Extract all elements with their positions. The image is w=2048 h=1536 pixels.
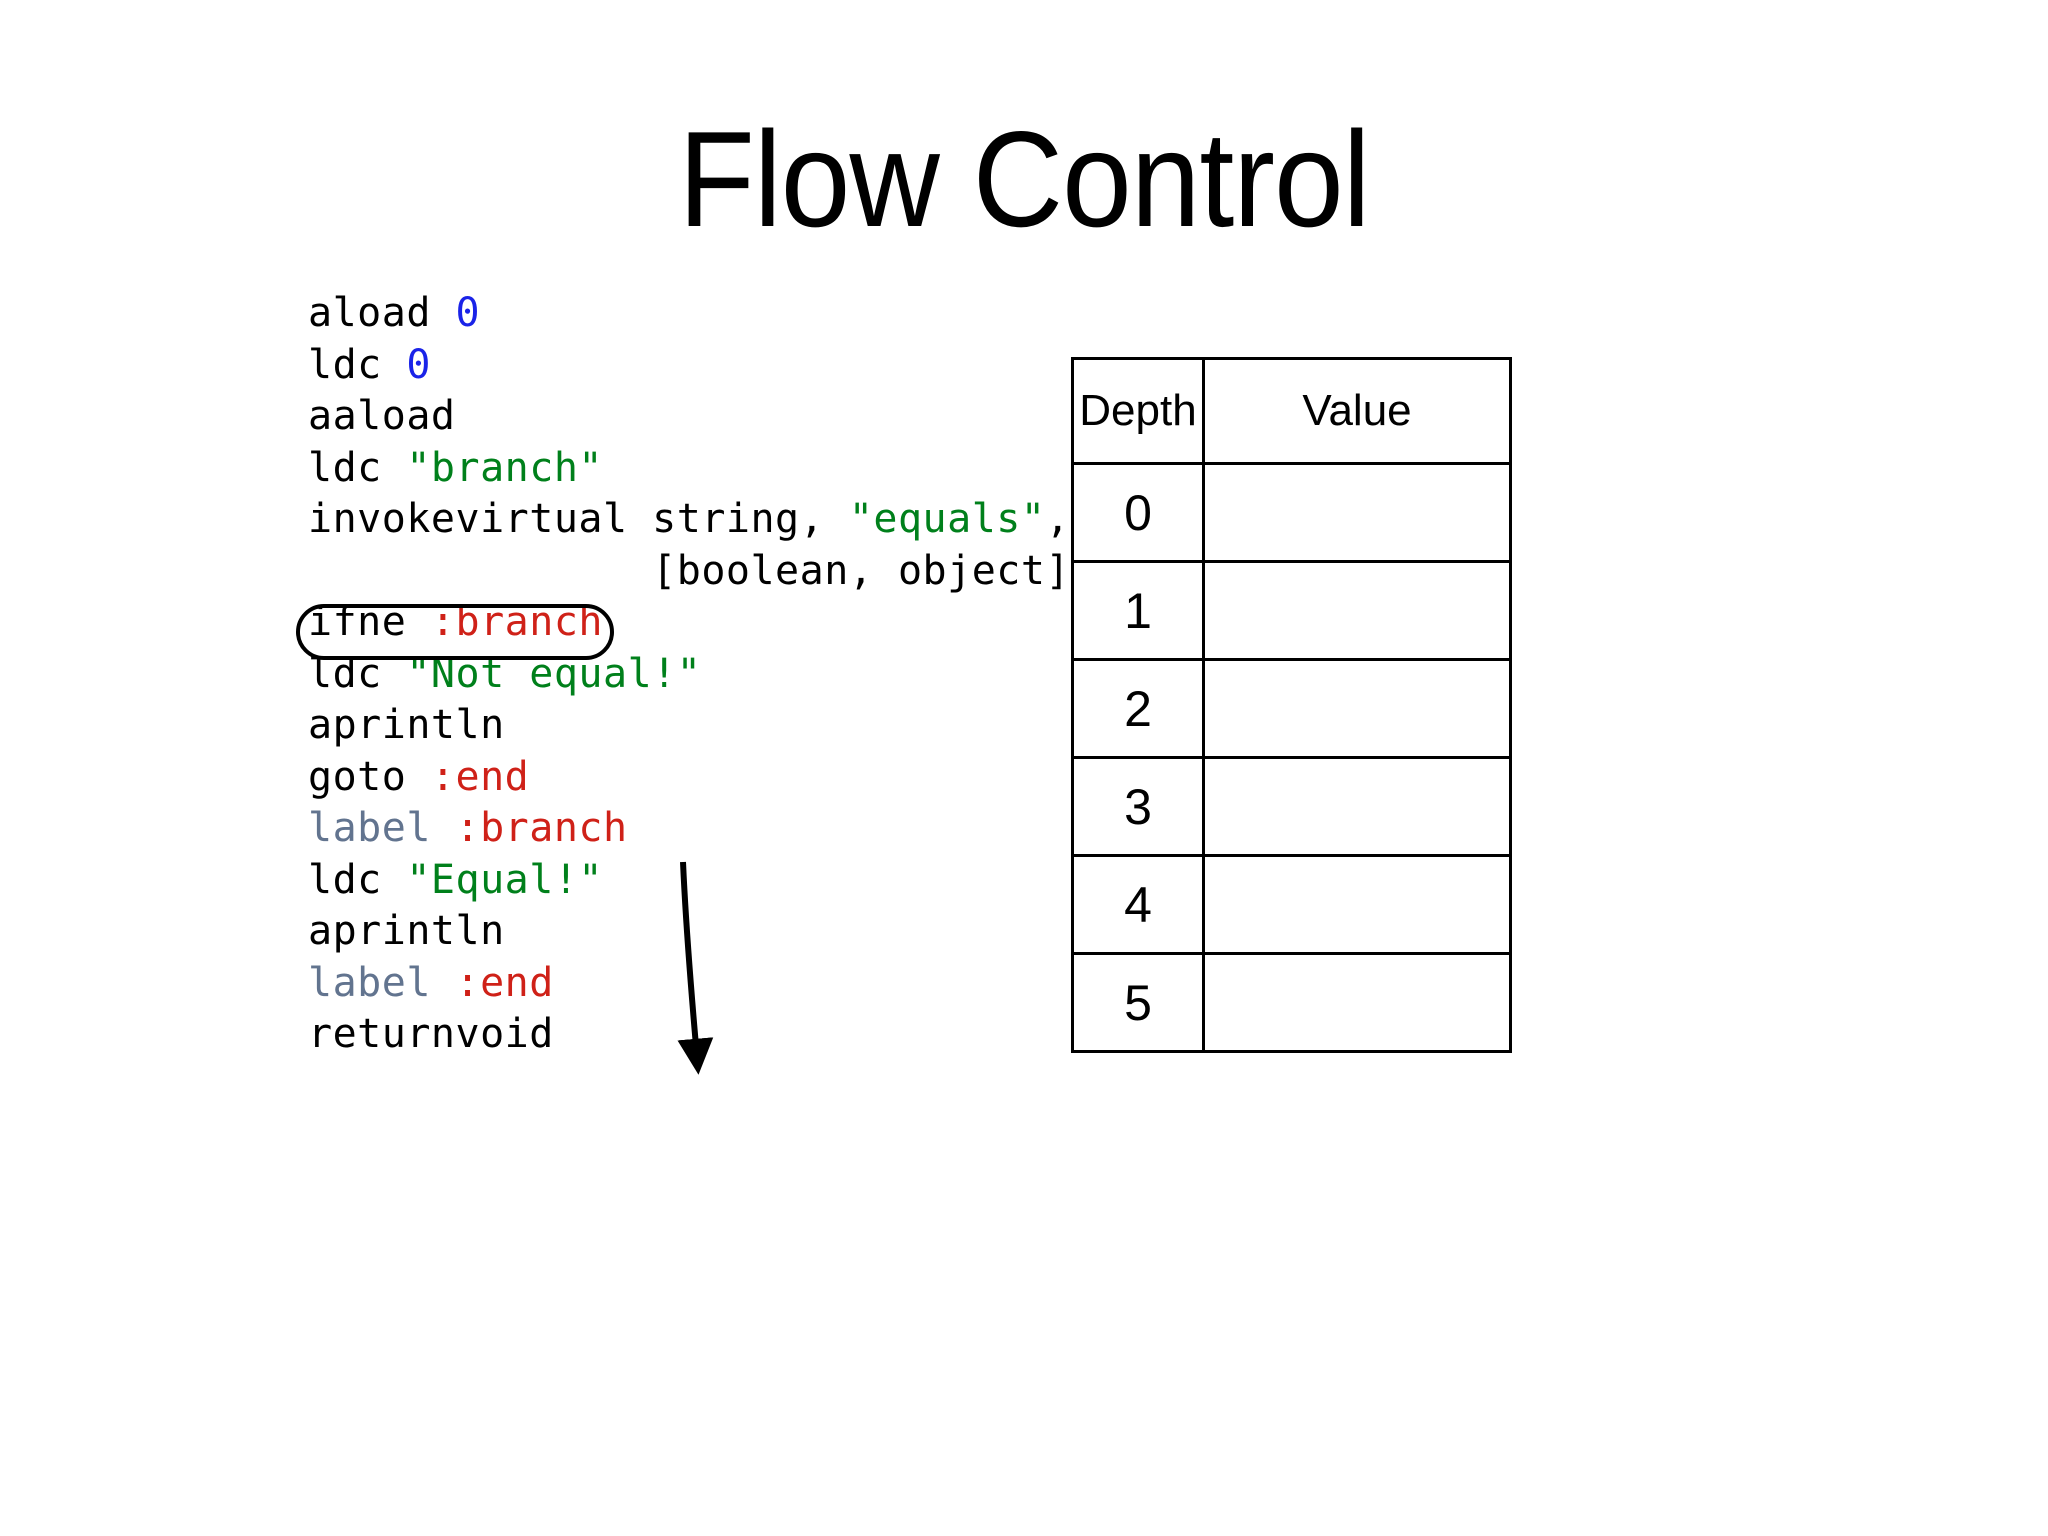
code-token-kw: label <box>308 959 431 1006</box>
cell-value[interactable] <box>1202 560 1512 661</box>
cell-depth: 5 <box>1071 952 1205 1053</box>
code-token-num: 0 <box>406 341 431 388</box>
cell-value[interactable] <box>1202 952 1512 1053</box>
line-ldc-equal: ldc "Equal!" <box>308 855 1070 907</box>
line-ifne: ifne :branch <box>308 597 1070 649</box>
table-row: 3 <box>1071 756 1512 857</box>
cell-depth: 2 <box>1071 658 1205 759</box>
code-token-plain: ldc <box>308 650 407 697</box>
code-token-num: 0 <box>455 290 481 336</box>
code-token-plain: ldc <box>308 444 407 491</box>
line-signature: [boolean, object] <box>308 546 1070 598</box>
line-returnvoid: returnvoid <box>308 1009 1070 1061</box>
line-goto-end: goto :end <box>308 752 1070 804</box>
line-aprintln-1: aprintln <box>308 700 1070 752</box>
code-token-plain <box>431 805 456 851</box>
table-row: 5 <box>1071 952 1512 1053</box>
cell-depth: 3 <box>1071 756 1205 857</box>
code-token-str: "branch" <box>406 444 603 491</box>
cell-depth: 4 <box>1071 854 1205 955</box>
cell-depth: 1 <box>1071 560 1205 661</box>
code-token-plain: [boolean, object] <box>308 547 1071 594</box>
code-token-lbl: :branch <box>430 599 603 645</box>
code-token-plain: ifne <box>308 599 431 645</box>
table-row: 0 <box>1071 462 1512 563</box>
code-token-plain: goto <box>308 753 431 800</box>
code-token-plain: ldc <box>308 341 407 388</box>
code-token-lbl: :branch <box>455 805 628 851</box>
code-token-plain <box>431 960 456 1006</box>
line-label-end: label :end <box>308 958 1070 1010</box>
code-token-str: "equals" <box>848 496 1046 542</box>
code-token-lbl: :end <box>455 959 554 1006</box>
line-invokevirtual: invokevirtual string, "equals", <box>308 494 1070 546</box>
page-title: Flow Control <box>678 103 1370 255</box>
code-token-plain: , <box>1045 496 1071 542</box>
line-ldc-branch: ldc "branch" <box>308 443 1070 495</box>
code-token-str: "Not equal!" <box>406 650 702 697</box>
line-ldc-0: ldc 0 <box>308 340 1070 392</box>
table-row: 1 <box>1071 560 1512 661</box>
code-token-plain: aaload <box>308 393 456 439</box>
code-token-kw: label <box>308 805 431 851</box>
code-token-plain: returnvoid <box>308 1011 554 1057</box>
code-token-plain: aload <box>308 290 456 336</box>
line-aload: aload 0 <box>308 288 1070 340</box>
cell-depth: 0 <box>1071 462 1205 563</box>
column-header-value: Value <box>1202 357 1512 465</box>
line-aprintln-2: aprintln <box>308 906 1070 958</box>
code-token-str: "Equal!" <box>406 856 603 903</box>
code-token-plain: ldc <box>308 856 407 903</box>
table-row: 4 <box>1071 854 1512 955</box>
cell-value[interactable] <box>1202 462 1512 563</box>
column-header-depth: Depth <box>1071 357 1205 465</box>
code-token-plain: aprintln <box>308 908 505 954</box>
table-header-row: Depth Value <box>1071 357 1512 465</box>
table-row: 2 <box>1071 658 1512 759</box>
cell-value[interactable] <box>1202 756 1512 857</box>
line-label-branch: label :branch <box>308 803 1070 855</box>
code-token-plain: invokevirtual string, <box>308 496 849 542</box>
code-token-plain: aprintln <box>308 702 505 748</box>
line-ldc-not-equal: ldc "Not equal!" <box>308 649 1070 701</box>
cell-value[interactable] <box>1202 658 1512 759</box>
code-token-lbl: :end <box>430 753 530 800</box>
line-aaload: aaload <box>308 391 1070 443</box>
cell-value[interactable] <box>1202 854 1512 955</box>
